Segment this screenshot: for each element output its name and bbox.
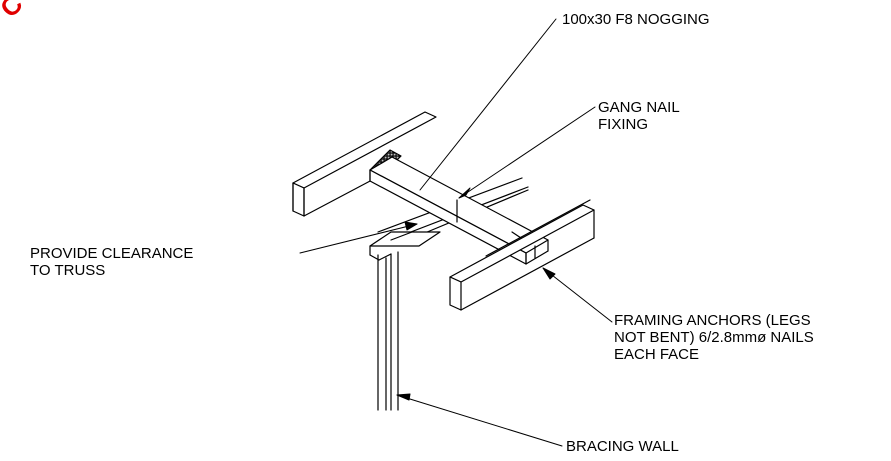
nogging-label: 100x30 F8 NOGGING <box>562 11 710 28</box>
bracing-leader <box>396 394 563 447</box>
bracing-wall-stud <box>369 231 441 411</box>
gang-nail-label-line2: FIXING <box>598 116 649 133</box>
framing-anchors-label: FRAMING ANCHORS (LEGS NOT BENT) 6/2.8mmø… <box>614 312 814 363</box>
clearance-leader <box>299 223 418 254</box>
nogging-leader <box>419 18 557 191</box>
leader-lines <box>299 18 613 447</box>
clearance-label-line2: TO TRUSS <box>30 262 106 279</box>
front-top-plate <box>449 199 595 311</box>
framing-anchors-label-line3: EACH FACE <box>614 346 700 363</box>
gang-nail-label: GANG NAIL FIXING <box>598 99 680 133</box>
gang-nail-leader <box>458 106 596 199</box>
framing-anchors-label-line1: FRAMING ANCHORS (LEGS <box>614 312 811 329</box>
clearance-label: PROVIDE CLEARANCE TO TRUSS <box>30 245 193 279</box>
nogging-member <box>369 156 549 265</box>
anchors-leader <box>542 267 613 323</box>
gang-nail-label-line1: GANG NAIL <box>598 99 680 116</box>
back-top-plate <box>292 111 437 217</box>
bracing-wall-label: BRACING WALL <box>566 438 679 455</box>
clearance-label-line1: PROVIDE CLEARANCE <box>30 245 194 262</box>
framing-anchors-label-line2: NOT BENT) 6/2.8mmø NAILS <box>614 329 814 346</box>
